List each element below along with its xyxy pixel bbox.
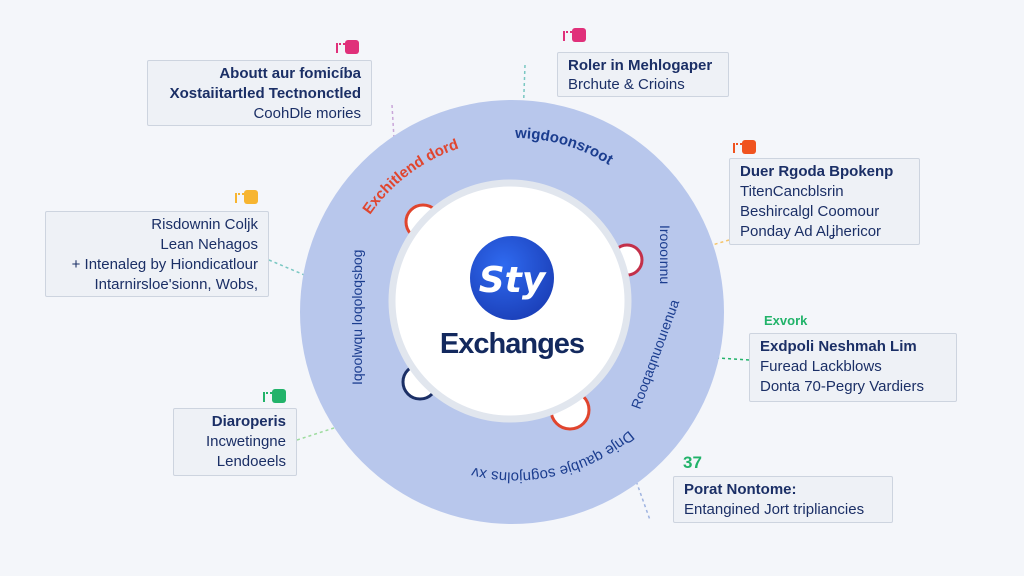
logo-icon — [470, 236, 554, 320]
box-line: Lendoeels — [216, 453, 286, 470]
tag-icon — [733, 140, 756, 154]
box-line: Xostaiitartled Tectnonctled — [169, 85, 361, 102]
ring-label: Iroooınnu — [657, 225, 673, 284]
box-line: Porat Nontome: — [684, 481, 797, 498]
box-line: + Intenaleg by Hiondicatlour — [71, 256, 258, 273]
box-line: Furead Lackblows — [760, 358, 882, 375]
box-line: Diaroperis — [211, 413, 286, 430]
info-box: Risdownin Coljk Lean Nehagos + Intenaleg… — [45, 211, 269, 297]
box-line: Incwetingne — [205, 433, 286, 450]
box-line: Exdpoli Neshmah Lim — [760, 338, 917, 355]
box-label: Exvork — [764, 313, 808, 328]
box-label: 37 — [683, 453, 702, 472]
box-line: Brchute & Crioins — [568, 76, 685, 93]
info-box: Roler in Mehlogaper Brchute & Crioins — [557, 52, 729, 97]
box-line: Intarnirsloe'sionn, Wobs, — [94, 276, 259, 293]
box-line: Ponday Ad Alʝhericor — [740, 223, 882, 240]
box-line: Donta 70-Pegry Vardiers — [760, 378, 924, 395]
tag-icon — [263, 389, 286, 403]
box-line: TitenCancblsrin — [740, 183, 844, 200]
center-title: Exchanges — [440, 328, 584, 360]
box-line: Lean Nehagos — [160, 236, 258, 253]
box-line: Roler in Mehlogaper — [568, 57, 713, 74]
ring-label: Iqoolwqu loqoloqsbog — [349, 250, 365, 385]
tag-icon — [336, 40, 359, 54]
info-box: Aboutt aur fomicíba Xostaiitartled Tectn… — [147, 60, 372, 126]
box-line: CoohDle mories — [253, 105, 361, 122]
logo-text: Sty — [479, 260, 547, 301]
info-box: Duer Rgoda Bpokenp TitenCancblsrin Beshi… — [729, 158, 920, 245]
info-box: Diaroperis Incwetingne Lendoeels — [173, 408, 297, 476]
box-line: Duer Rgoda Bpokenp — [740, 163, 894, 180]
info-box: Porat Nontome: Entangined Jort triplianc… — [673, 476, 893, 523]
connector-line — [717, 357, 750, 361]
box-line: Entangined Jort tripliancies — [684, 501, 865, 518]
tag-icon — [235, 190, 258, 204]
info-box: Exdpoli Neshmah Lim Furead Lackblows Don… — [749, 333, 957, 402]
box-line: Risdownin Coljk — [151, 216, 258, 233]
tag-icon — [563, 28, 586, 42]
box-line: Aboutt aur fomicíba — [219, 65, 361, 82]
box-line: Beshircalgl Coomour — [740, 203, 880, 220]
